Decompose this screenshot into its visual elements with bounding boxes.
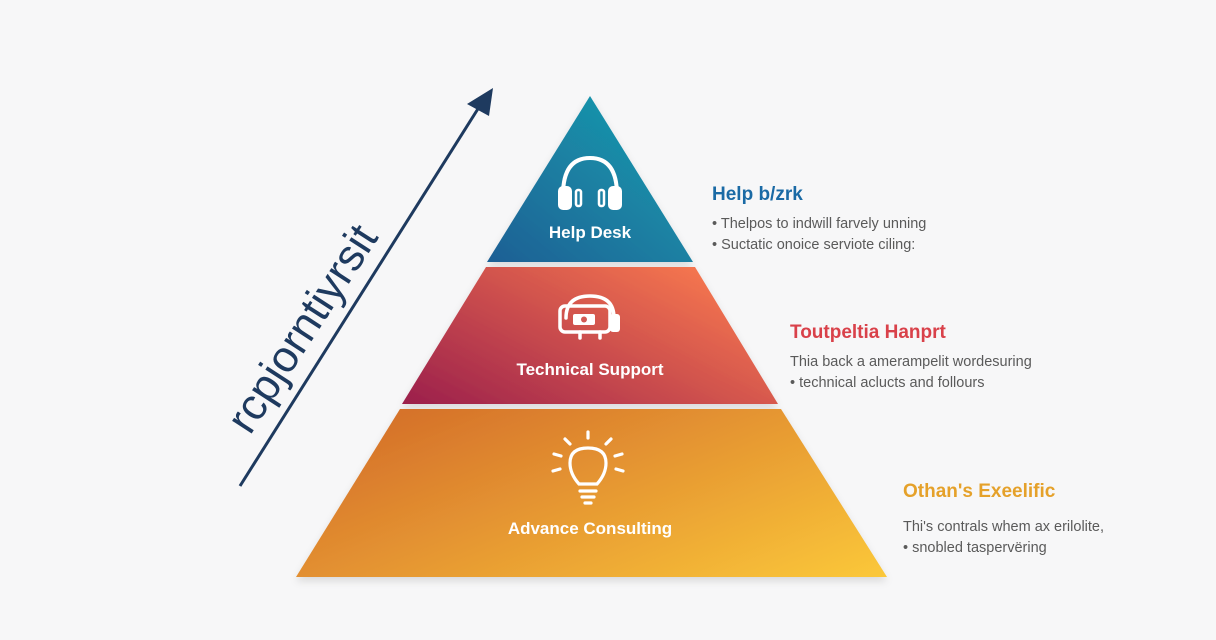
support-device-icon bbox=[558, 294, 620, 340]
headphones-icon bbox=[558, 155, 622, 210]
arrow-head-icon bbox=[467, 88, 493, 116]
description-line: • snobled taspervëring bbox=[903, 540, 1047, 556]
growth-arrow bbox=[238, 88, 493, 487]
description-line: • Thelpos to indwill farvely unning bbox=[712, 216, 927, 232]
tier-label-help-desk: Help Desk bbox=[549, 223, 632, 242]
description-help-desk: Help b/zrk • Thelpos to indwill farvely … bbox=[712, 184, 926, 256]
lightbulb-icon bbox=[551, 430, 625, 505]
tier-label-advance-consulting: Advance Consulting bbox=[508, 519, 672, 538]
growth-arrow-line bbox=[238, 103, 483, 487]
description-line: Thi's contrals whem ax erilolite, bbox=[903, 519, 1105, 535]
description-title: Othan's Exeelific bbox=[903, 481, 1056, 502]
tier-technical-support bbox=[402, 267, 778, 404]
description-line: Thia back a amerampelit wordesuring bbox=[790, 354, 1032, 370]
description-title: Help b/zrk bbox=[712, 184, 803, 205]
description-line: • technical aclucts and follours bbox=[790, 375, 985, 391]
tier-label-technical-support: Technical Support bbox=[516, 360, 663, 379]
tier-shape-bottom bbox=[296, 409, 887, 577]
tier-shape-middle bbox=[402, 267, 778, 404]
description-technical-support: Toutpeltia Hanprt Thia back a amerampeli… bbox=[790, 322, 1032, 394]
axis-label: rcpjorntiyrsit bbox=[217, 216, 387, 442]
tier-help-desk bbox=[487, 96, 693, 262]
tier-shape-top bbox=[487, 96, 693, 262]
description-line: • Suctatic onoice serviote ciling: bbox=[712, 237, 916, 253]
description-advance-consulting: Othan's Exeelific Thi's contrals whem ax… bbox=[903, 481, 1104, 559]
tier-advance-consulting bbox=[296, 409, 887, 577]
description-title: Toutpeltia Hanprt bbox=[790, 322, 946, 343]
